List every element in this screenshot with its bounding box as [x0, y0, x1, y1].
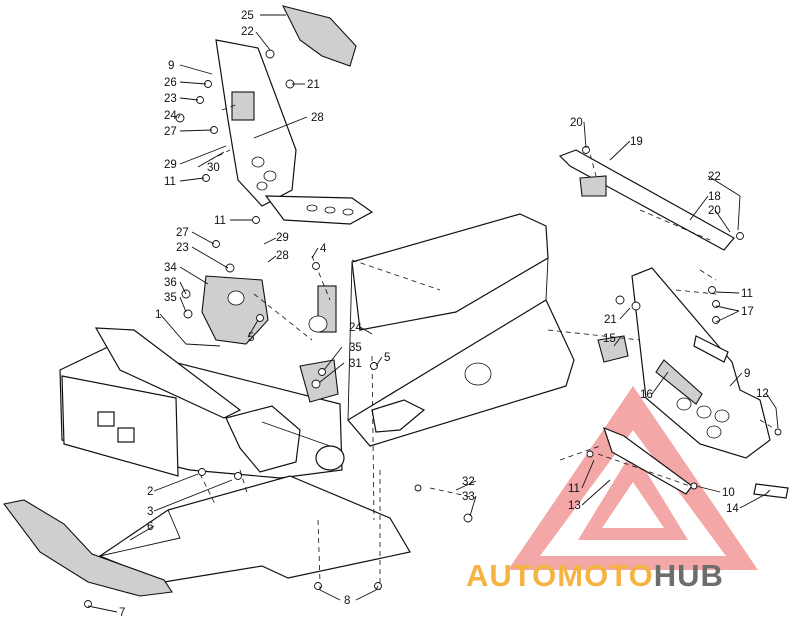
brand-text-orange: AUTOMOTO	[466, 558, 654, 593]
part-label: 24	[164, 110, 177, 122]
part-label: 11	[164, 176, 176, 188]
part-label: 34	[164, 262, 177, 274]
part-label: 5	[248, 332, 254, 344]
rear-bumper-bar	[558, 149, 735, 251]
part-label: 15	[603, 333, 616, 345]
part-label: 22	[708, 171, 721, 183]
part-label: 25	[241, 10, 254, 22]
part-label: 24	[349, 322, 362, 334]
part-label: 35	[349, 342, 362, 354]
part-label: 30	[207, 162, 220, 174]
hitch	[603, 426, 789, 499]
part-label: 4	[320, 243, 327, 255]
part-labels: 25 22 9 26 23 24 27 29 30 11 21 28 11 27…	[119, 10, 769, 619]
part-label: 29	[164, 159, 177, 171]
skid-plate	[3, 499, 173, 597]
part-label: 10	[722, 487, 735, 499]
front-frame	[59, 285, 345, 479]
tunnel-frame	[347, 213, 575, 447]
part-label: 27	[176, 227, 189, 239]
part-label: 21	[307, 79, 320, 91]
part-label: 26	[164, 77, 177, 89]
part-label: 9	[168, 60, 174, 72]
part-label: 27	[164, 126, 177, 138]
part-label: 7	[119, 607, 125, 619]
part-label: 16	[640, 389, 653, 401]
dash-bracket	[215, 5, 374, 225]
part-label: 12	[756, 388, 769, 400]
part-label: 21	[604, 314, 617, 326]
part-label: 23	[176, 242, 189, 254]
part-label: 35	[164, 292, 177, 304]
part-label: 1	[155, 309, 161, 321]
part-label: 5	[384, 352, 390, 364]
part-label: 11	[214, 215, 226, 227]
part-label: 6	[147, 521, 153, 533]
part-label: 20	[570, 117, 583, 129]
part-label: 11	[741, 288, 753, 300]
part-label: 23	[164, 93, 177, 105]
part-label: 28	[311, 112, 324, 124]
rear-panel	[597, 267, 771, 459]
part-label: 28	[276, 250, 289, 262]
part-label: 2	[147, 486, 153, 498]
watermark-brand: AUTOMOTOHUB	[466, 558, 800, 598]
part-label: 19	[630, 136, 643, 148]
part-label: 9	[744, 368, 750, 380]
part-label: 14	[726, 503, 739, 515]
part-label: 22	[241, 26, 254, 38]
steering-support	[201, 275, 269, 345]
part-label: 8	[344, 595, 350, 607]
watermark-triangle	[508, 386, 758, 570]
part-label: 31	[349, 358, 362, 370]
part-label: 3	[147, 506, 153, 518]
part-label: 17	[741, 306, 754, 318]
leader-lines	[87, 14, 779, 613]
fastener-lines	[199, 103, 781, 590]
part-label: 32	[462, 476, 475, 488]
brand-text-gray: HUB	[653, 558, 724, 593]
part-label: 20	[708, 205, 721, 217]
part-label: 29	[276, 232, 289, 244]
part-label: 33	[462, 491, 475, 503]
part-label: 36	[164, 277, 177, 289]
part-label: 11	[568, 483, 580, 495]
part-label: 18	[708, 191, 721, 203]
part-label: 13	[568, 500, 581, 512]
